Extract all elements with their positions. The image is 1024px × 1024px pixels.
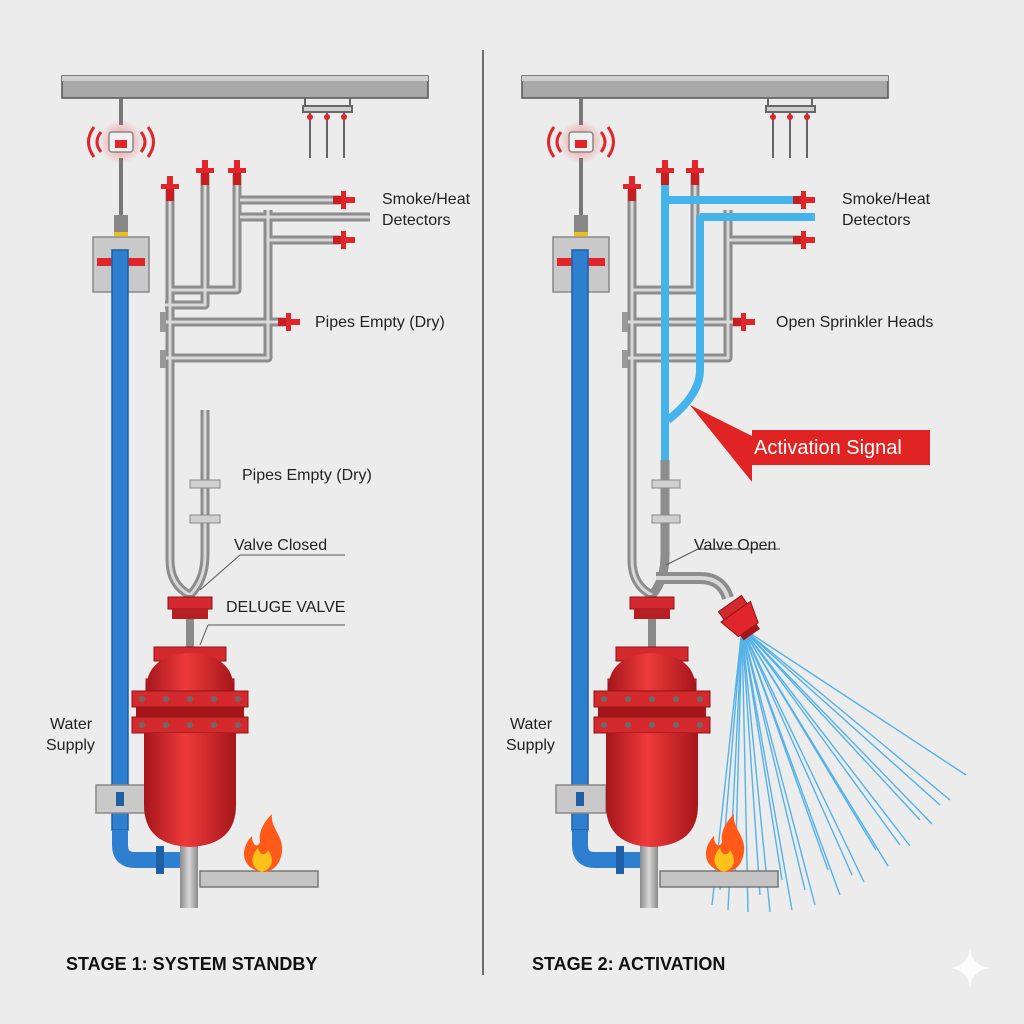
stage1-valve-state-label: Valve Closed [234,537,327,554]
stage1-detectors-label-line2: Detectors [382,212,450,229]
stage1-water-label-line2: Supply [46,737,95,754]
sprinkler-head-icon [686,160,704,185]
deluge-valve [593,596,711,848]
sparkle-icon [950,948,990,988]
stage1-panel: Smoke/Heat Detectors Pipes Empty (Dry) P… [46,75,471,974]
stage1-pipes-label-upper: Pipes Empty (Dry) [315,314,445,331]
stage1-deluge-label: DELUGE VALVE [226,599,345,616]
sprinkler-head-icon [228,160,246,185]
stage2-water-label-line2: Supply [506,737,555,754]
sprinkler-head-icon [196,160,214,185]
stage2-signal-label: Activation Signal [754,437,902,459]
floor-slab [199,870,319,888]
fire-icon [243,814,283,872]
sprinkler-head-icon [733,313,755,331]
stage2-sprinkler-label: Open Sprinkler Heads [776,314,933,331]
sprinkler-head-icon [793,191,815,209]
sprinkler-head-icon [333,191,355,209]
sprinkler-head-icon [333,231,355,249]
sprinkler-head-icon [717,594,760,641]
stage1-detectors-label-line1: Smoke/Heat [382,191,471,208]
sprinkler-head-icon [623,176,641,201]
stage1-pipes-label-lower: Pipes Empty (Dry) [242,467,372,484]
sprinkler-head-icon [793,231,815,249]
water-spray [711,627,967,913]
ceiling-sprinkler-cluster [765,98,816,158]
alarm-icon [87,118,155,166]
stage2-valve-state-label: Valve Open [694,537,776,554]
alarm-icon [547,118,615,166]
water-supply-pipe [571,249,589,831]
floor-slab [659,870,779,888]
deluge-valve [131,596,249,848]
water-filled-pipes [661,180,815,460]
stage2-detectors-label-line1: Smoke/Heat [842,191,931,208]
sprinkler-head-icon [161,176,179,201]
stage2-water-label-line1: Water [510,716,553,733]
sprinkler-head-icon [656,160,674,185]
stage2-detectors-label-line2: Detectors [842,212,910,229]
ceiling-sprinkler-cluster [302,98,353,158]
stage2-title: STAGE 2: ACTIVATION [532,954,725,974]
sprinkler-head-icon [278,313,300,331]
stage1-water-label-line1: Water [50,716,93,733]
stage2-panel: Activation Signal Smoke/Heat Detectors O… [506,75,967,974]
stage1-title: STAGE 1: SYSTEM STANDBY [66,954,317,974]
water-supply-pipe [111,249,129,831]
arrow-icon [690,405,930,482]
